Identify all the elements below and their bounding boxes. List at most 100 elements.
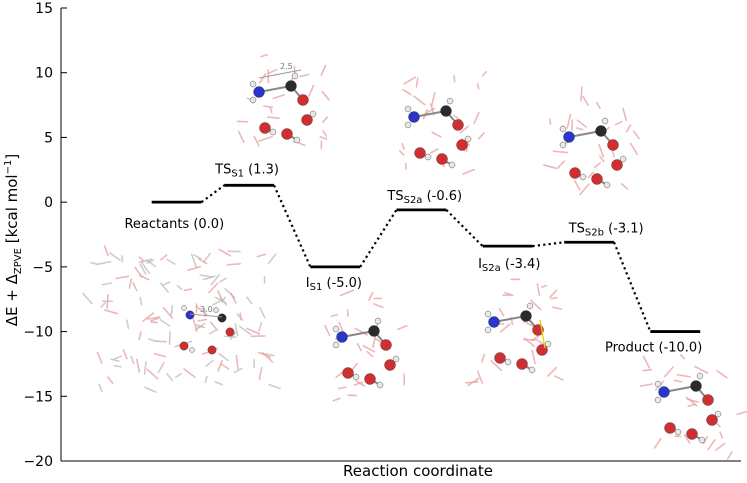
hydrogen-atom — [528, 366, 536, 374]
water-stick — [536, 283, 541, 297]
water-stick — [322, 130, 328, 137]
water-stick — [217, 290, 223, 301]
water-stick — [368, 291, 374, 301]
distance-line — [258, 69, 302, 79]
hydrogen-atom — [404, 105, 412, 113]
water-stick — [339, 289, 355, 297]
water-stick — [268, 383, 281, 390]
water-stick — [687, 403, 696, 408]
water-stick — [195, 324, 206, 329]
water-stick — [193, 254, 202, 260]
y-tick-label: −10 — [23, 325, 53, 341]
water-stick — [233, 367, 243, 374]
water-stick — [481, 70, 487, 77]
water-stick — [596, 101, 601, 109]
water-stick — [214, 380, 223, 386]
water-stick — [429, 148, 439, 154]
water-stick — [238, 325, 252, 336]
water-stick — [139, 274, 150, 281]
water-stick — [256, 253, 267, 258]
water-stick — [234, 323, 239, 337]
water-stick — [663, 366, 674, 378]
distance-label-ts-s1: 2.5 — [280, 62, 293, 71]
atom — [189, 347, 195, 353]
water-stick — [162, 281, 171, 286]
water-stick — [476, 83, 480, 90]
atom — [207, 345, 217, 355]
nitrogen-atom — [408, 111, 420, 123]
water-stick — [685, 396, 698, 407]
water-stick — [576, 127, 584, 131]
hydrogen-atom — [291, 72, 299, 80]
water-stick — [96, 351, 103, 364]
water-stick — [192, 318, 198, 332]
water-stick — [642, 355, 651, 369]
water-stick — [268, 68, 278, 74]
water-stick — [226, 262, 241, 266]
hydrogen-atom — [484, 326, 492, 334]
water-stick — [217, 359, 223, 372]
molecule-cluster — [543, 86, 640, 196]
hydrogen-atom — [332, 341, 340, 349]
water-stick — [679, 354, 686, 360]
water-stick — [218, 352, 229, 362]
hydrogen-atom — [559, 141, 567, 149]
water-stick — [431, 91, 436, 107]
hydrogen-atom — [464, 135, 472, 143]
water-stick — [726, 451, 733, 460]
water-stick — [625, 124, 632, 133]
water-stick — [719, 431, 723, 439]
water-stick — [187, 265, 202, 272]
water-stick — [322, 116, 328, 123]
water-stick — [107, 376, 114, 384]
atom — [225, 327, 235, 337]
water-stick — [321, 90, 330, 101]
water-stick — [639, 383, 654, 387]
connector-line — [359, 209, 398, 268]
oxygen-atom — [384, 359, 396, 371]
water-stick — [101, 282, 112, 286]
y-tick-label: −15 — [23, 389, 53, 405]
water-stick — [219, 277, 227, 283]
oxygen-atom — [297, 94, 309, 106]
water-stick — [263, 105, 274, 109]
water-stick — [115, 275, 130, 280]
hydrogen-atom — [448, 161, 456, 169]
water-stick — [166, 258, 176, 265]
molecule-cluster-reactants: 3.0 — [82, 245, 281, 393]
oxygen-atom — [259, 122, 271, 134]
water-stick — [299, 73, 310, 78]
hydrogen-atom — [249, 96, 257, 104]
water-stick — [522, 320, 535, 328]
water-stick — [239, 312, 242, 321]
hydrogen-atom — [714, 410, 722, 418]
nitrogen-atom — [488, 316, 500, 328]
water-stick — [481, 353, 486, 363]
water-stick — [566, 113, 572, 129]
atom — [213, 307, 219, 313]
water-stick — [498, 308, 505, 317]
water-stick — [246, 327, 261, 335]
water-stick — [160, 254, 168, 261]
hbond-line — [539, 319, 546, 349]
water-stick — [715, 442, 726, 451]
water-stick — [546, 366, 558, 377]
water-stick — [201, 351, 209, 355]
water-stick — [159, 318, 171, 327]
water-stick — [146, 368, 159, 380]
water-stick — [205, 359, 214, 367]
water-stick — [260, 53, 269, 58]
hydrogen-atom — [404, 121, 412, 129]
water-stick — [579, 183, 590, 196]
hydrogen-atom — [424, 153, 432, 161]
water-stick — [126, 319, 130, 330]
distance-label-reactants: 3.0 — [200, 305, 213, 314]
water-stick — [320, 64, 327, 76]
oxygen-atom — [569, 167, 581, 179]
water-stick — [136, 358, 141, 373]
water-stick — [162, 307, 174, 320]
water-stick — [354, 327, 368, 336]
oxygen-atom — [591, 173, 603, 185]
water-stick — [174, 372, 183, 379]
